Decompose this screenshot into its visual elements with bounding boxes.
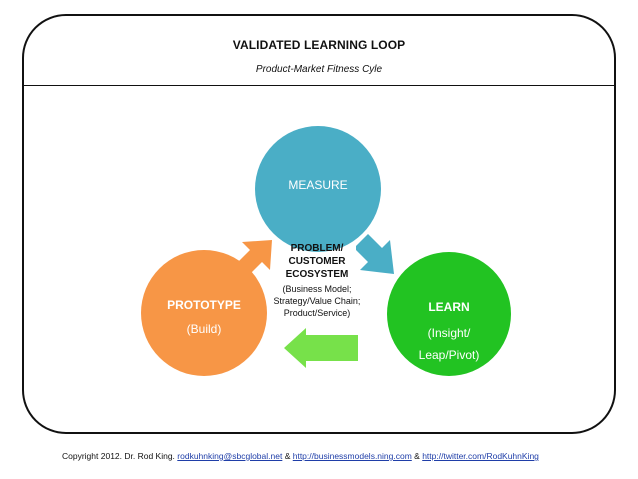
- footer-separator-2: &: [411, 451, 423, 461]
- center-detail-3: Product/Service): [283, 308, 351, 318]
- footer-email-link[interactable]: rodkuhnking@sbcglobal.net: [177, 451, 283, 461]
- learn-sublabel-1: (Insight/: [427, 326, 471, 340]
- arrow-measure-to-learn-shape: [356, 234, 394, 274]
- prototype-circle: PROTOTYPE (Build): [141, 250, 267, 376]
- prototype-sublabel: (Build): [186, 322, 222, 336]
- measure-circle: MEASURE: [255, 126, 381, 252]
- page-title: VALIDATED LEARNING LOOP: [232, 38, 406, 52]
- header-divider: [22, 85, 616, 86]
- page-subtitle: Product-Market Fitness Cyle: [255, 64, 383, 75]
- footer-separator-1: &: [282, 451, 293, 461]
- center-detail: (Business Model; Strategy/Value Chain; P…: [258, 283, 376, 319]
- learn-label: LEARN: [428, 300, 470, 314]
- center-detail-2: Strategy/Value Chain;: [273, 296, 361, 306]
- prototype-label: PROTOTYPE: [167, 298, 241, 312]
- footer-twitter-link[interactable]: http://twitter.com/RodKuhnKing: [422, 451, 539, 461]
- footer-copyright: Copyright 2012. Dr. Rod King. rodkuhnkin…: [62, 451, 539, 461]
- center-detail-1: (Business Model;: [282, 284, 352, 294]
- learn-sublabel-2: Leap/Pivot): [418, 348, 480, 362]
- center-line-2: CUSTOMER: [288, 256, 346, 267]
- arrow-learn-to-prototype: [284, 328, 358, 368]
- arrow-learn-to-prototype-shape: [284, 328, 358, 368]
- arrow-measure-to-learn: [356, 234, 394, 274]
- footer-ning-link[interactable]: http://businessmodels.ning.com: [292, 451, 412, 461]
- slide-frame: [22, 14, 616, 434]
- center-ecosystem-text: PROBLEM/ CUSTOMER ECOSYSTEM (Business Mo…: [258, 242, 376, 319]
- center-line-1: PROBLEM/: [290, 243, 344, 254]
- measure-label: MEASURE: [288, 178, 348, 192]
- footer-prefix: Copyright 2012. Dr. Rod King.: [62, 451, 178, 461]
- center-line-3: ECOSYSTEM: [285, 269, 349, 280]
- learn-circle: LEARN (Insight/ Leap/Pivot): [387, 252, 511, 376]
